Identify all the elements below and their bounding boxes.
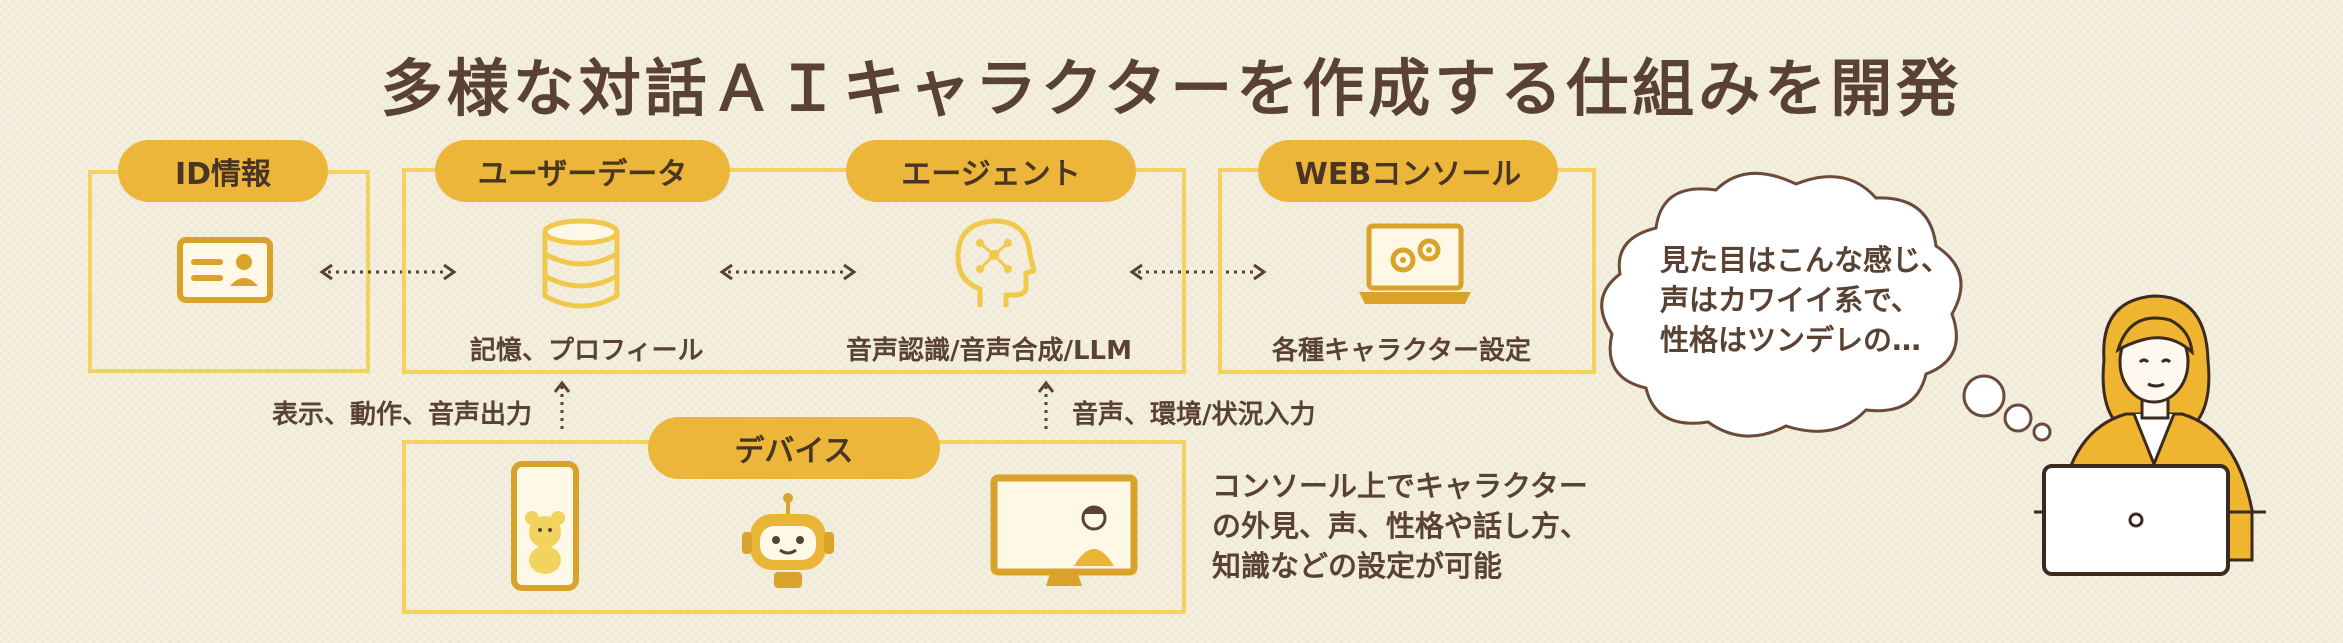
robot-icon bbox=[742, 493, 834, 588]
device-pill: デバイス bbox=[648, 417, 940, 479]
bubble-line-2: 声はカワイイ系で、 bbox=[1660, 283, 1920, 317]
user-data-caption: 記憶、プロフィール bbox=[470, 336, 704, 366]
arrow-user-agent bbox=[719, 263, 857, 281]
smartphone-bear-icon bbox=[511, 461, 579, 591]
id-card-icon bbox=[177, 237, 273, 303]
input-arrow-label: 音声、環境/状況入力 bbox=[1072, 400, 1316, 430]
bubble-line-3: 性格はツンデレの… bbox=[1660, 323, 1922, 357]
arrow-id-user bbox=[319, 263, 457, 281]
web-console-caption: 各種キャラクター設定 bbox=[1272, 336, 1531, 366]
arrow-to-device-output bbox=[553, 380, 571, 430]
description-line-1: コンソール上でキャラクター bbox=[1212, 469, 1588, 503]
monitor-person-icon bbox=[990, 474, 1138, 586]
laptop-settings-icon bbox=[1359, 223, 1471, 304]
user-data-pill: ユーザーデータ bbox=[435, 140, 730, 202]
woman-with-laptop-illustration bbox=[2034, 294, 2266, 576]
agent-pill: エージェント bbox=[846, 140, 1136, 202]
agent-caption: 音声認識/音声合成/LLM bbox=[846, 336, 1133, 366]
thought-bubble-dots bbox=[1962, 374, 2052, 442]
id-info-pill: ID情報 bbox=[118, 140, 328, 202]
page-title: 多様な対話ＡＩキャラクターを作成する仕組みを開発 bbox=[380, 52, 1963, 125]
description-line-3: 知識などの設定が可能 bbox=[1212, 549, 1503, 583]
output-arrow-label: 表示、動作、音声出力 bbox=[272, 400, 533, 430]
ai-head-icon bbox=[955, 218, 1036, 307]
bubble-line-1: 見た目はこんな感じ、 bbox=[1660, 243, 1951, 277]
web-console-pill: WEBコンソール bbox=[1258, 140, 1558, 202]
arrow-agent-web bbox=[1129, 263, 1267, 281]
arrow-to-agent-input bbox=[1037, 380, 1055, 430]
user-agent-frame bbox=[402, 168, 1186, 374]
description-line-2: の外見、声、性格や話し方、 bbox=[1212, 509, 1590, 543]
thought-bubble bbox=[1600, 171, 1963, 438]
database-icon bbox=[542, 218, 620, 309]
